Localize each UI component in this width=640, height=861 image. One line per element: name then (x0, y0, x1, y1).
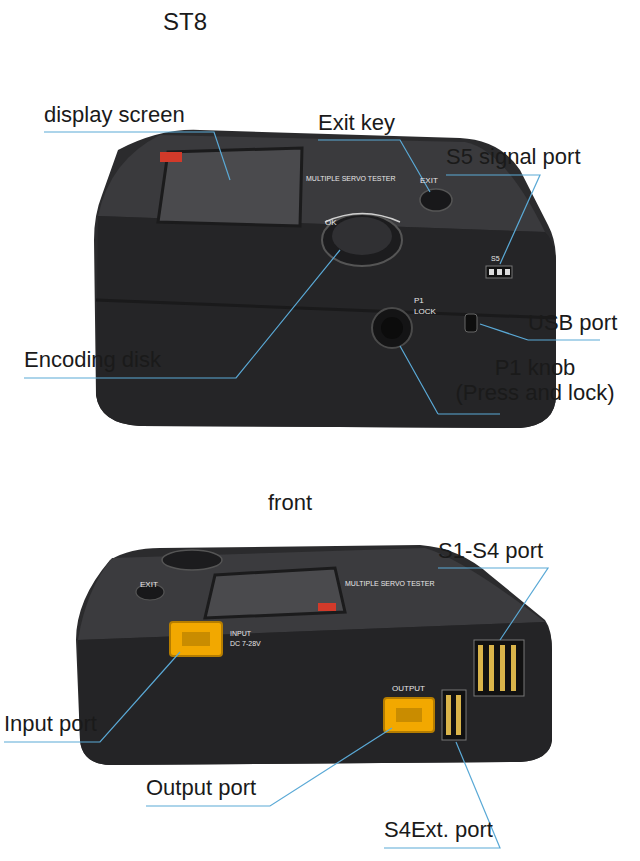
device-print: MULTIPLE SERVO TESTER (345, 580, 434, 588)
part-label: Input port (4, 711, 97, 736)
part-label: S4Ext. port (384, 817, 493, 842)
view-label: front (268, 490, 312, 515)
part-label: Output port (146, 775, 256, 800)
device-print: S5 (491, 255, 500, 263)
device-print: OUTPUT (392, 684, 425, 693)
part-label: P1 knob (Press and lock) (456, 355, 615, 406)
device-print: EXIT (420, 176, 438, 185)
part-label: USB port (528, 310, 617, 335)
part-label: S1-S4 port (438, 538, 543, 563)
device-print: P1 (414, 296, 424, 305)
device-print: MULTIPLE SERVO TESTER (306, 175, 395, 183)
part-label: S5 signal port (446, 144, 581, 169)
device-print: LOCK (414, 307, 436, 316)
device-print: DC 7-28V (230, 640, 261, 648)
device-print: EXIT (140, 580, 158, 589)
figure-title: ST8 (163, 8, 207, 36)
part-label: Encoding disk (24, 347, 161, 372)
part-label: Exit key (318, 110, 395, 135)
leader-lines (4, 568, 548, 848)
part-label: display screen (44, 102, 185, 127)
device-print: OK (325, 218, 337, 227)
device-print: INPUT (230, 630, 251, 638)
bottom-device (76, 545, 552, 765)
